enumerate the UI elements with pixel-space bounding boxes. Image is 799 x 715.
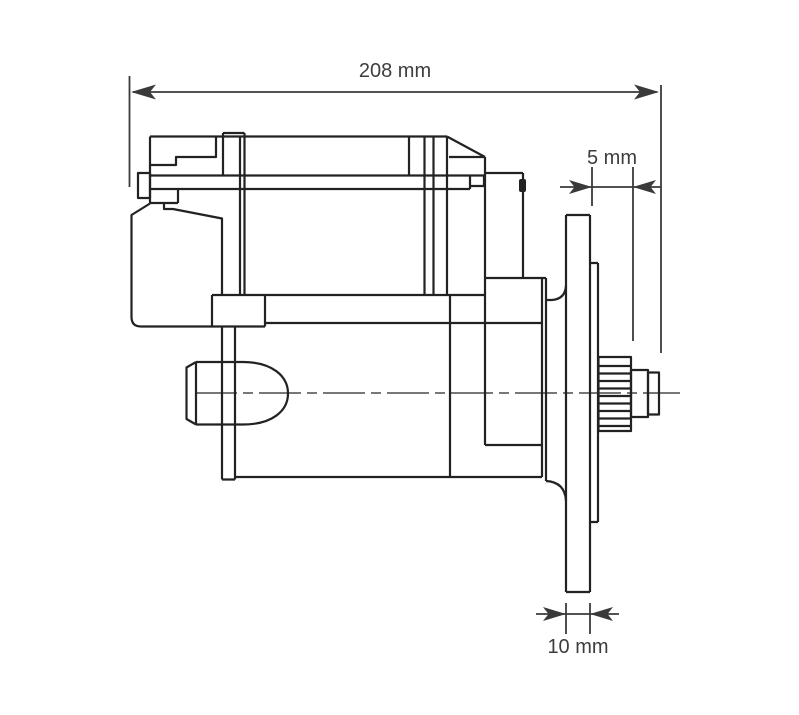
housing-step-top xyxy=(485,171,525,278)
pinion-projection-label: 5 mm xyxy=(587,147,637,169)
corner-chamfer xyxy=(446,135,486,159)
terminal-stud xyxy=(519,179,526,192)
arrow-right-icon xyxy=(543,607,566,621)
dim-pinion-projection: 5 mm xyxy=(560,147,661,341)
gear-body xyxy=(597,355,633,433)
flange-thickness-label: 10 mm xyxy=(547,636,608,658)
gear-teeth xyxy=(598,364,631,428)
mounting-flange xyxy=(564,213,600,594)
housing-shoulder xyxy=(162,203,224,296)
bracket-notch xyxy=(150,136,218,167)
through-bolt xyxy=(150,174,486,191)
arrow-left-icon xyxy=(131,84,156,100)
arrow-left-icon xyxy=(590,607,613,621)
end-cap-rings xyxy=(407,136,449,295)
bearing-lug xyxy=(185,361,198,426)
clamp-band xyxy=(221,131,246,295)
flange-fillet-top xyxy=(546,285,568,302)
drive-end-housing xyxy=(185,157,568,502)
bracket-foot xyxy=(150,190,180,205)
mount-block xyxy=(210,295,267,327)
motor-front-face xyxy=(540,278,548,481)
dim-overall-length: 208 mm xyxy=(128,60,662,353)
bearing-boss xyxy=(196,360,290,426)
shaft-end-cap xyxy=(646,371,661,416)
tie-bolt-head xyxy=(136,171,152,200)
arrow-right-icon xyxy=(634,84,659,100)
overall-length-label: 208 mm xyxy=(359,60,431,82)
dim-flange-thickness: 10 mm xyxy=(536,603,619,658)
rear-bracket-leg xyxy=(220,326,237,481)
arrow-right-icon xyxy=(569,180,592,194)
arrow-left-icon xyxy=(633,180,656,194)
solenoid-body xyxy=(130,202,265,328)
flange-fillet-bottom xyxy=(545,479,568,502)
pinion-gear xyxy=(597,355,661,433)
flange-plate xyxy=(564,213,592,594)
solenoid-housing xyxy=(130,131,486,328)
